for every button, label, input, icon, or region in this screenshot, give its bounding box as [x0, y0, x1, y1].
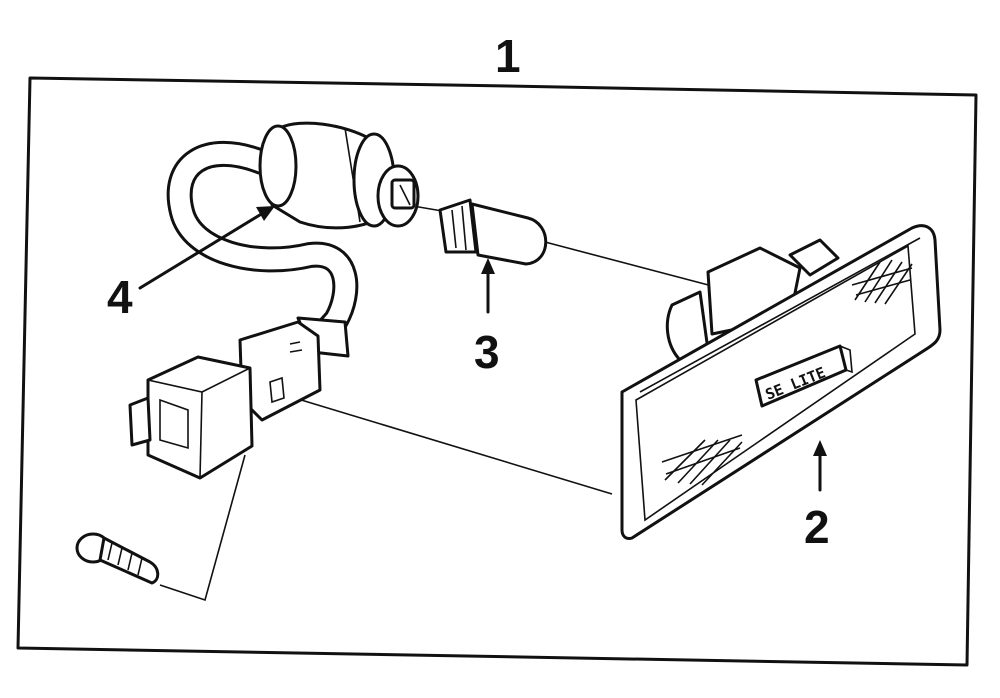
alignment-lines [159, 205, 736, 602]
callout-4: 4 [107, 271, 133, 323]
callout-1: 1 [495, 30, 521, 82]
callout-3: 3 [474, 326, 500, 378]
leader-arrows [138, 206, 827, 492]
connector-plug [128, 316, 350, 480]
wedge-bulb [438, 198, 548, 266]
lens-crosshatch [661, 259, 913, 486]
callout-2: 2 [804, 501, 830, 553]
mounting-screw [75, 532, 160, 585]
wire-harness [166, 140, 359, 353]
bulb-socket [258, 121, 420, 230]
assembly-frame [16, 76, 978, 667]
lens-housing: SE LITE [620, 224, 942, 540]
